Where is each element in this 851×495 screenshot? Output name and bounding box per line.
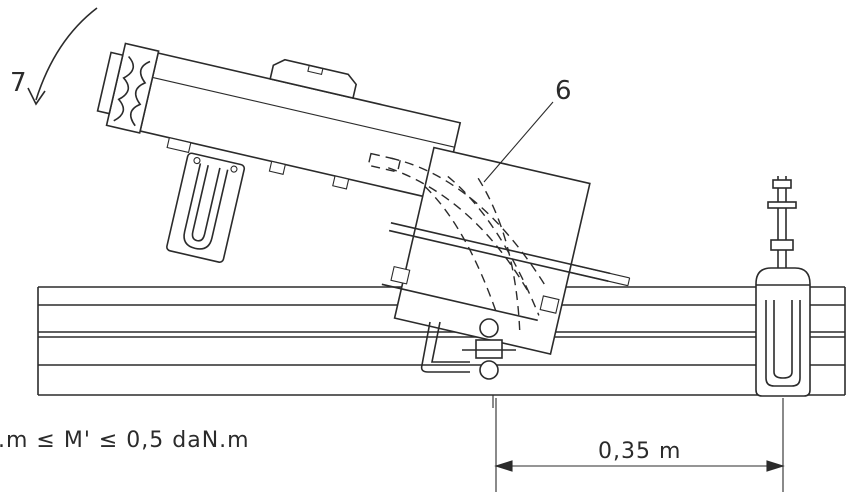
guide-rail (37, 286, 846, 396)
distance-label: 0,35 m (598, 439, 682, 464)
rotation-arrow (27, 7, 98, 106)
hanging-hook (166, 152, 246, 263)
moment-condition-label: .m ≤ M' ≤ 0,5 daN.m (0, 428, 250, 453)
carriage-top-handle (269, 58, 358, 100)
end-clamp (96, 42, 160, 134)
callout-6-leader (483, 101, 554, 183)
callout-6-label: 6 (555, 76, 572, 106)
fixed-hanger (755, 176, 811, 397)
callout-7-label: 7 (10, 68, 27, 98)
rail-clamp (420, 318, 516, 408)
carriage-right-housing (393, 146, 591, 356)
dimension-line (494, 398, 785, 492)
tilted-carriage (96, 42, 631, 356)
